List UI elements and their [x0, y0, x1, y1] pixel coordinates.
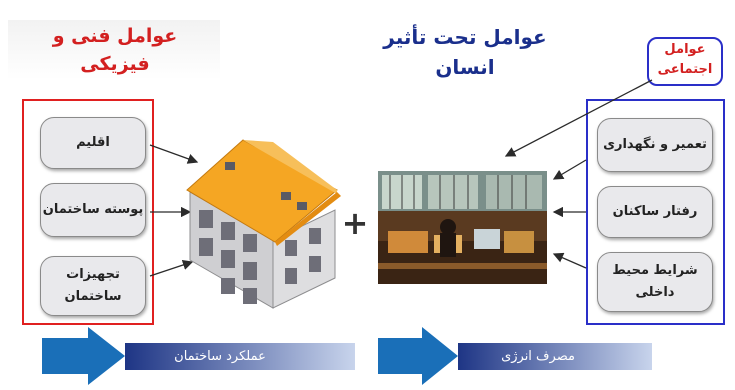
- office-photo: [378, 171, 547, 284]
- maintenance-box: تعمیر و نگهداری: [597, 118, 713, 172]
- plus-sign: +: [341, 204, 369, 242]
- roof-window: [281, 192, 291, 200]
- energy-consumption-label: مصرف انرژی: [501, 349, 575, 364]
- roof-window: [225, 162, 235, 170]
- flow-arrow-left: [42, 327, 125, 385]
- indoor-conditions-box: شرایط محیط داخلی: [597, 252, 713, 312]
- arrow-conditions-to-photo: [552, 252, 587, 269]
- physical-title-panel: [8, 20, 220, 80]
- building-equipment-box: تجهیزات ساختمان: [40, 256, 146, 316]
- building-performance-band: [125, 343, 355, 370]
- arrow-equipment-to-building: [149, 259, 194, 277]
- climate-box: اقلیم: [40, 117, 146, 169]
- occupant-behavior-box: رفتار ساکنان: [597, 186, 713, 238]
- arrow-social-to-human: [504, 79, 653, 157]
- social-factors-label: عوامل اجتماعی: [647, 37, 723, 86]
- human-factors-title: عوامل تحت تأثیر انسان: [383, 25, 547, 79]
- flow-arrow-right: [378, 327, 458, 385]
- bottom-flow-band: [42, 327, 652, 385]
- arrow-maintenance-to-photo: [552, 159, 587, 180]
- building-illustration: [186, 139, 341, 309]
- roof-window: [297, 202, 307, 210]
- building-envelope-box: پوسته ساختمان: [40, 183, 146, 237]
- social-factors-frame: [586, 99, 725, 325]
- arrow-climate-to-building: [149, 144, 199, 164]
- building-performance-label: عملکرد ساختمان: [174, 349, 266, 364]
- energy-consumption-band: [458, 343, 652, 370]
- physical-factors-title: عوامل فنی و فیزیکی: [52, 25, 178, 75]
